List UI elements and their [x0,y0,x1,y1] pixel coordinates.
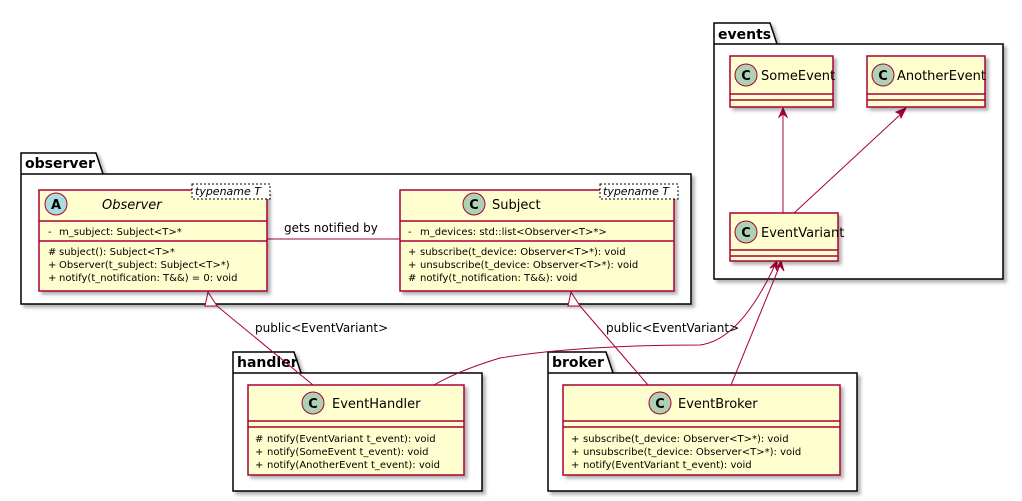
class-eventbroker: C EventBroker + subscribe(t_device: Obse… [562,384,841,476]
edge-label-gets-notified-by: gets notified by [284,221,378,235]
member-method: Observer(t_subject: Subject<T>*) [59,260,230,271]
member-method: notify(EventVariant t_event): void [583,460,752,471]
package-broker-title: broker [552,355,604,371]
class-spot-icon [648,391,672,415]
member-visibility: + [48,273,56,284]
class-spot-letter: C [655,397,665,412]
member-method: notify(SomeEvent t_event): void [267,447,429,458]
class-spot-letter: C [741,69,751,84]
edge-label-broker-inherit: public<EventVariant> [606,321,739,335]
member-field: m_devices: std::list<Observer<T>*> [420,227,607,238]
class-subject: typename T C Subject - m_devices: std::l… [399,183,679,292]
member-visibility: + [408,247,416,258]
class-spot-letter: C [308,397,318,412]
member-method: subscribe(t_device: Observer<T>*): void [583,434,789,445]
member-visibility: + [255,447,263,458]
edges [204,106,908,386]
class-name: SomeEvent [761,69,835,84]
edge-broker-subject [579,305,649,386]
class-spot-icon [734,63,758,87]
member-method: notify(EventVariant t_event): void [267,434,436,445]
member-method: unsubscribe(t_device: Observer<T>*): voi… [583,447,801,458]
edge-handler-eventvariant [433,264,776,386]
class-observer: typename T A Observer - m_subject: Subje… [38,183,271,292]
class-spot-icon [734,220,758,244]
edge-broker-eventvariant [730,264,781,386]
member-visibility: + [408,260,416,271]
member-visibility: + [48,260,56,271]
inheritance-triangle-icon [204,290,218,307]
edge-eventvariant-anotherevent [792,112,903,215]
class-name: EventHandler [332,397,421,412]
class-spot-letter: C [741,226,751,241]
edge-label-handler-inherit: public<EventVariant> [255,321,388,335]
class-name: Subject [492,198,541,213]
member-visibility: # [255,434,263,445]
member-visibility: + [571,447,579,458]
arrowhead-icon [777,106,789,119]
class-eventhandler: C EventHandler # notify(EventVariant t_e… [247,384,465,476]
member-visibility: - [408,227,412,238]
member-field: m_subject: Subject<T>* [59,227,182,238]
class-name: AnotherEvent [897,69,986,84]
package-handler-title: handler [237,355,298,371]
member-visibility: # [408,273,416,284]
class-spot-icon [871,63,895,87]
abstract-spot-icon [44,192,68,216]
member-method: subject(): Subject<T>* [59,247,175,258]
package-events-title: events [718,27,771,43]
class-template-param: typename T [195,185,262,198]
inheritance-triangle-icon [567,290,581,307]
class-someevent: C SomeEvent [729,55,835,108]
class-anotherevent: C AnotherEvent [866,55,986,108]
class-template-param: typename T [603,185,670,198]
arrowhead-icon [894,107,908,120]
member-visibility: + [571,434,579,445]
class-name: Observer [102,198,163,213]
class-eventvariant: C EventVariant [729,212,844,262]
member-visibility: + [571,460,579,471]
member-visibility: + [255,460,263,471]
edge-handler-observer [216,305,314,386]
member-visibility: # [48,247,56,258]
class-name: EventVariant [761,226,844,241]
member-method: notify(t_notification: T&&) = 0: void [59,273,237,284]
arrowhead-icon [775,259,785,272]
member-visibility: - [48,227,52,238]
class-spot-letter: C [469,198,479,213]
member-method: notify(AnotherEvent t_event): void [267,460,440,471]
member-method: subscribe(t_device: Observer<T>*): void [420,247,626,258]
class-name: EventBroker [678,397,758,412]
package-observer-title: observer [25,156,95,172]
class-spot-letter: C [878,69,888,84]
member-method: notify(t_notification: T&&): void [420,273,577,284]
class-spot-letter: A [51,198,61,213]
class-spot-icon [301,391,325,415]
class-spot-icon [462,192,486,216]
member-method: unsubscribe(t_device: Observer<T>*): voi… [420,260,638,271]
